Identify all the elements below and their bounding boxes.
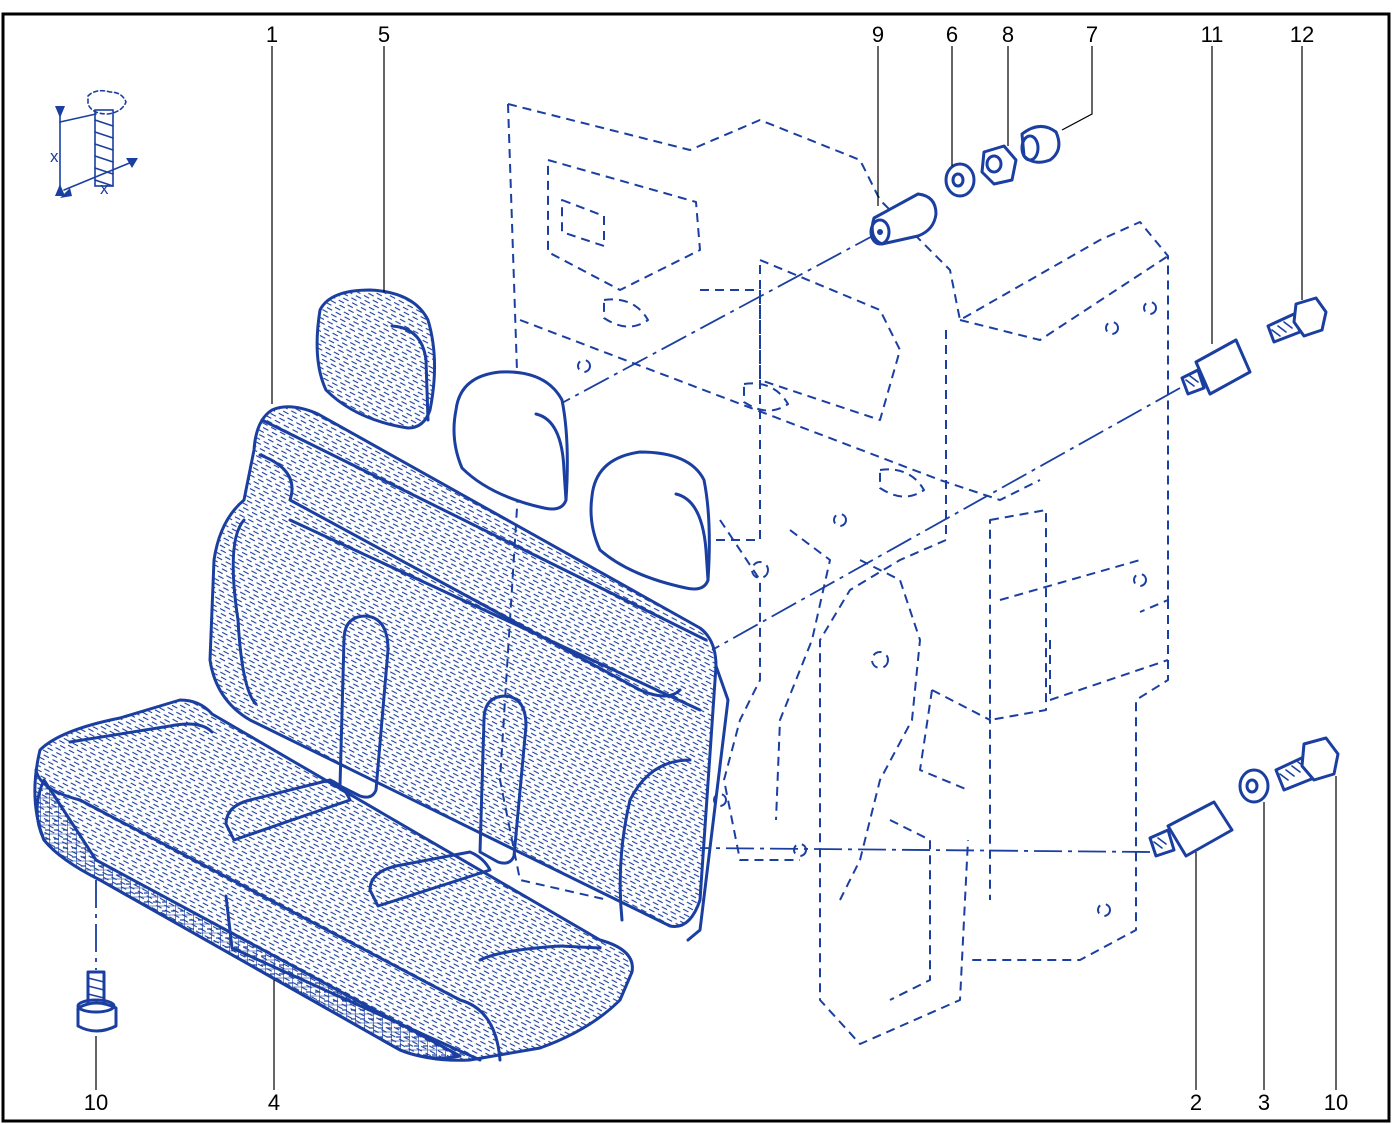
torque-diameter-label: x	[100, 179, 109, 198]
callout-5: 5	[378, 22, 390, 47]
diagram-border	[1, 12, 1391, 1123]
callout-labels: 1 5 9 6 8 7 11 12 10 4 2 3 10	[84, 22, 1348, 1115]
spacer-part-9	[869, 192, 938, 246]
washer-part-6	[944, 162, 976, 198]
headrest-mounted-left	[452, 370, 569, 511]
nut-part-8	[980, 144, 1018, 186]
assembly-axis-lines	[95, 231, 1181, 970]
torque-length-label: x	[50, 147, 59, 166]
leader-lines	[95, 46, 1337, 1090]
bolt-part-12	[1266, 296, 1328, 344]
seat-cushion	[33, 698, 634, 1062]
stud-part-2	[1148, 800, 1234, 858]
callout-2: 2	[1190, 1090, 1202, 1115]
callout-3: 3	[1258, 1090, 1270, 1115]
callout-6: 6	[946, 22, 958, 47]
headrest-mounted-right	[589, 450, 711, 591]
callout-10-left: 10	[84, 1090, 108, 1115]
cap-part-7	[1020, 125, 1061, 164]
seat-back	[208, 405, 730, 942]
callout-7: 7	[1086, 22, 1098, 47]
stud-part-11	[1180, 338, 1252, 396]
callout-8: 8	[1002, 22, 1014, 47]
callout-11: 11	[1201, 22, 1224, 47]
callout-4: 4	[268, 1090, 280, 1115]
callout-9: 9	[872, 22, 884, 47]
callout-12: 12	[1290, 22, 1314, 47]
headrest-loose	[315, 288, 436, 430]
bolt-part-10-right	[1274, 736, 1340, 792]
bolt-torque-symbol-icon: x x	[50, 89, 138, 198]
bolt-part-10-left	[76, 970, 118, 1033]
washer-part-3	[1238, 768, 1270, 804]
callout-10-right: 10	[1324, 1090, 1348, 1115]
callout-1: 1	[266, 22, 278, 47]
